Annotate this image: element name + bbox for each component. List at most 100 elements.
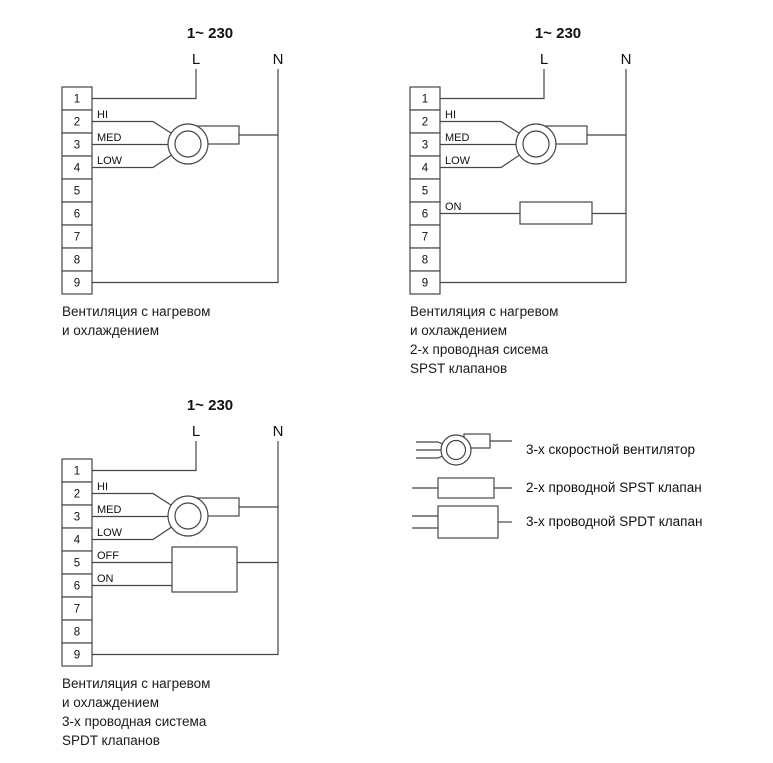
voltage-label: 1~ 230 [187, 397, 233, 414]
terminal-number: 2 [422, 117, 428, 129]
terminal-numbers: 1 2 3 4 5 6 7 8 9 [422, 94, 429, 290]
diagram-top-right: 1~ 230 L N [403, 14, 648, 378]
low-label: LOW [445, 155, 471, 167]
terminal-numbers: 1 2 3 4 5 6 7 8 9 [74, 466, 81, 662]
caption-line: и охлаждением [62, 323, 159, 338]
legend-fan-label: 3-х скоростной вентилятор [526, 442, 695, 457]
speed-labels: HI MED LOW [97, 481, 123, 539]
terminal-number: 8 [422, 255, 428, 267]
terminal-number: 7 [74, 232, 80, 244]
terminal-number: 3 [422, 140, 428, 152]
terminal-box [61, 642, 93, 667]
terminal-number: 4 [422, 163, 429, 175]
terminal-number: 6 [422, 209, 428, 221]
spst-valve-icon [437, 477, 495, 499]
wiring-diagram-top-left-svg: 1~ 230 L N [61, 25, 284, 295]
caption-line: и охлаждением [62, 695, 159, 710]
caption-line: Вентиляция с нагревом [410, 304, 559, 319]
voltage-label: 1~ 230 [187, 25, 233, 42]
terminal-number: 3 [74, 140, 80, 152]
caption-line: 2-х проводная сисема [410, 342, 549, 357]
on-label: ON [445, 201, 462, 213]
phase-l-label: L [540, 51, 548, 68]
caption-line: SPST клапанов [410, 361, 508, 376]
terminal-number: 2 [74, 489, 80, 501]
terminal-numbers: 1 2 3 4 5 6 7 8 9 [74, 94, 81, 290]
wire-phase [92, 69, 197, 100]
fan-icon [515, 123, 588, 165]
hi-label: HI [445, 109, 456, 121]
terminal-number: 1 [422, 94, 428, 106]
terminal-number: 6 [74, 209, 80, 221]
terminal-box [61, 270, 93, 295]
low-label: LOW [97, 527, 123, 539]
med-label: MED [445, 132, 470, 144]
caption-line: Вентиляция с нагревом [62, 304, 211, 319]
neutral-n-label: N [273, 51, 284, 68]
terminal-number: 6 [74, 581, 80, 593]
legend: 3-х скоростной вентилятор 2-х проводной … [408, 426, 753, 546]
wire-phase [92, 441, 197, 472]
legend-spst-label: 2-х проводной SPST клапан [526, 480, 702, 495]
low-label: LOW [97, 155, 123, 167]
wire-neutral [92, 441, 279, 656]
terminal-number: 5 [74, 186, 80, 198]
fan-icon [167, 495, 240, 537]
wiring-diagram-top-right-svg: 1~ 230 L N [409, 25, 632, 295]
terminal-box [409, 270, 441, 295]
terminal-block [409, 86, 441, 295]
terminal-number: 5 [74, 558, 80, 570]
spdt-valve-icon [171, 546, 238, 593]
diagram-caption: Вентиляция с нагревом и охлаждением 3-х … [55, 674, 300, 750]
voltage-label: 1~ 230 [535, 25, 581, 42]
wiring-diagram-bottom-left-svg: 1~ 230 L N [61, 397, 283, 667]
wires [440, 69, 627, 284]
wires [92, 69, 279, 284]
wires [92, 441, 279, 656]
terminal-block [61, 458, 93, 667]
fan-icon [167, 123, 240, 165]
spdt-valve-icon [437, 505, 499, 539]
diagram-caption: Вентиляция с нагревом и охлаждением [55, 302, 300, 340]
neutral-n-label: N [621, 51, 632, 68]
speed-labels: HI MED LOW [97, 109, 123, 167]
speed-labels: HI MED LOW [445, 109, 471, 167]
terminal-number: 7 [422, 232, 428, 244]
caption-line: и охлаждением [410, 323, 507, 338]
diagram-top-left: 1~ 230 L N [55, 14, 300, 340]
caption-line: SPDT клапанов [62, 733, 160, 748]
terminal-block [61, 86, 93, 295]
terminal-number: 8 [74, 627, 80, 639]
diagram-bottom-left: 1~ 230 L N [55, 386, 300, 750]
legend-spdt-label: 3-х проводной SPDT клапан [526, 514, 702, 529]
med-label: MED [97, 132, 122, 144]
phase-l-label: L [192, 51, 200, 68]
terminal-number: 1 [74, 466, 80, 478]
caption-line: Вентиляция с нагревом [62, 676, 211, 691]
hi-label: HI [97, 109, 108, 121]
hi-label: HI [97, 481, 108, 493]
phase-l-label: L [192, 423, 200, 440]
med-label: MED [97, 504, 122, 516]
wire-neutral [440, 69, 627, 284]
terminal-number: 9 [74, 650, 80, 662]
caption-line: 3-х проводная система [62, 714, 207, 729]
legend-svg: 3-х скоростной вентилятор 2-х проводной … [412, 433, 702, 539]
on-label: ON [97, 573, 114, 585]
off-label: OFF [97, 550, 119, 562]
terminal-number: 1 [74, 94, 80, 106]
diagram-caption: Вентиляция с нагревом и охлаждением 2-х … [403, 302, 648, 378]
wire-phase [440, 69, 545, 100]
terminal-number: 4 [74, 163, 81, 175]
terminal-number: 3 [74, 512, 80, 524]
spst-valve-icon [519, 201, 593, 225]
terminal-number: 5 [422, 186, 428, 198]
wire-neutral [92, 69, 279, 284]
terminal-number: 7 [74, 604, 80, 616]
terminal-number: 2 [74, 117, 80, 129]
terminal-number: 9 [422, 278, 428, 290]
terminal-number: 9 [74, 278, 80, 290]
terminal-number: 4 [74, 535, 81, 547]
terminal-number: 8 [74, 255, 80, 267]
